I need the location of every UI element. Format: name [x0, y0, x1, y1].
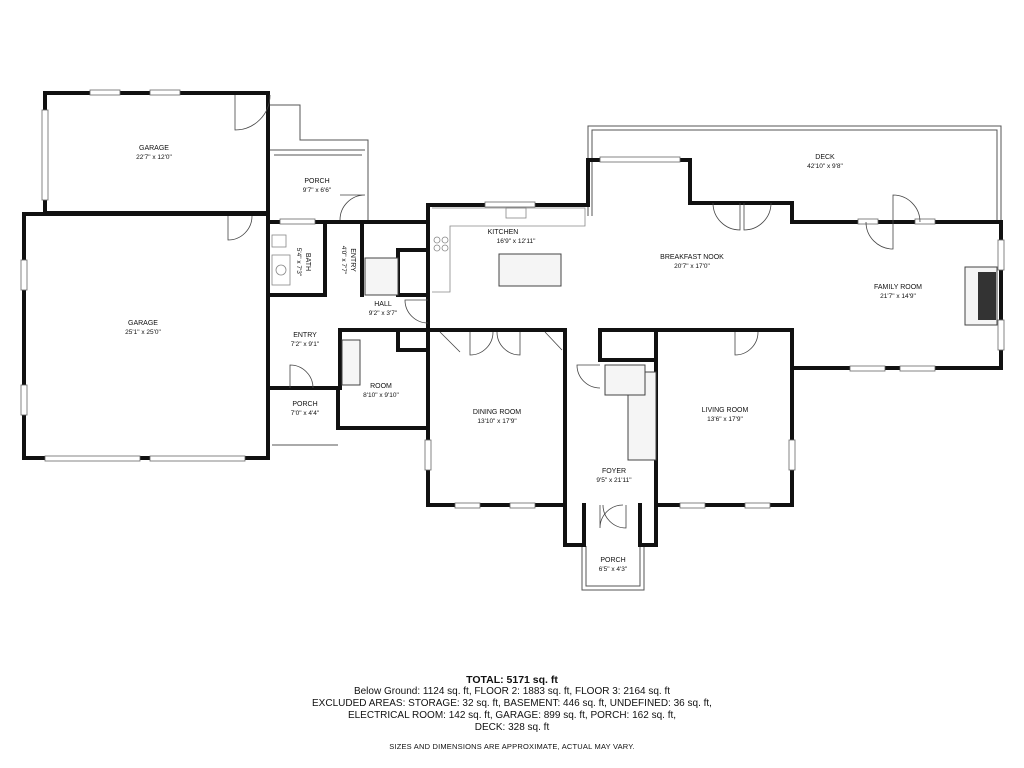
room-dim: 20'7" x 17'0" — [674, 263, 710, 270]
room-label-entry: ENTRY 7'2" x 9'1" — [291, 332, 320, 348]
room-label-garage-2: GARAGE 25'1" x 25'0" — [125, 320, 161, 336]
room-label-porch-front: PORCH 6'5" x 4'3" — [599, 557, 628, 573]
room-label-kitchen: KITCHEN 16'9" x 12'11" — [488, 229, 536, 245]
summary-line: DECK: 328 sq. ft — [474, 722, 550, 733]
room-name: FOYER — [602, 468, 626, 475]
disclaimer: SIZES AND DIMENSIONS ARE APPROXIMATE, AC… — [389, 742, 635, 751]
room-name: PORCH — [600, 557, 625, 564]
porch-top-outline — [270, 104, 369, 222]
room-name: BREAKFAST NOOK — [660, 254, 724, 261]
summary-line: Below Ground: 1124 sq. ft, FLOOR 2: 1883… — [353, 686, 671, 697]
stairs — [341, 257, 657, 461]
room-name: GARAGE — [128, 320, 158, 327]
room-dim: 22'7" x 12'0" — [136, 154, 172, 161]
room-label-garage-1: GARAGE 22'7" x 12'0" — [136, 145, 172, 161]
room-name: DECK — [815, 154, 835, 161]
room-name: FAMILY ROOM — [874, 284, 922, 291]
room-dim: 25'1" x 25'0" — [125, 329, 161, 336]
porch-front-outline — [581, 546, 645, 591]
room-name: PORCH — [304, 178, 329, 185]
room-dim: 9'5" x 21'11" — [596, 477, 632, 484]
room-label-hall: HALL 9'2" x 3'7" — [369, 301, 398, 317]
summary-line: ELECTRICAL ROOM: 142 sq. ft, GARAGE: 899… — [347, 710, 677, 721]
room-label-family: FAMILY ROOM 21'7" x 14'9" — [874, 284, 922, 300]
room-label-breakfast: BREAKFAST NOOK 20'7" x 17'0" — [660, 254, 724, 270]
room-dim: 13'6" x 17'9" — [707, 416, 743, 423]
room-name: DINING ROOM — [473, 409, 521, 416]
bath-fixtures — [271, 234, 291, 286]
summary-line: EXCLUDED AREAS: STORAGE: 32 sq. ft, BASE… — [312, 698, 712, 709]
deck-outline — [587, 125, 1002, 220]
room-label-foyer: FOYER 9'5" x 21'11" — [596, 468, 632, 484]
room-dim: 8'10" x 9'10" — [363, 392, 399, 399]
room-dim: 13'10" x 17'9" — [477, 418, 517, 425]
room-dim: 7'0" x 4'4" — [291, 410, 320, 417]
room-name: GARAGE — [139, 145, 169, 152]
room-name: LIVING ROOM — [702, 407, 749, 414]
room-label-entry-v: ENTRY 4'0" x 7'7" — [340, 246, 356, 275]
room-dim: 7'2" x 9'1" — [291, 341, 320, 348]
room-dim: 21'7" x 14'9" — [880, 293, 916, 300]
doors — [227, 94, 921, 529]
room-dim: 9'2" x 3'7" — [369, 310, 398, 317]
room-name: PORCH — [292, 401, 317, 408]
room-label-living: LIVING ROOM 13'6" x 17'9" — [702, 407, 749, 423]
room-name: ENTRY — [349, 248, 356, 272]
room-name: ENTRY — [293, 332, 317, 339]
room-name: ROOM — [370, 383, 392, 390]
room-label-deck: DECK 42'10" x 9'8" — [807, 154, 843, 170]
room-name: HALL — [374, 301, 392, 308]
room-label-porch-small: PORCH 7'0" x 4'4" — [291, 401, 320, 417]
room-dim: 16'9" x 12'11" — [497, 238, 536, 245]
windows — [20, 89, 1005, 509]
room-dim: 6'5" x 4'3" — [599, 566, 628, 573]
area-summary: TOTAL: 5171 sq. ft Below Ground: 1124 sq… — [0, 674, 1024, 734]
floor-plan: GARAGE 22'7" x 12'0" GARAGE 25'1" x 25'0… — [20, 89, 1005, 591]
room-dim: 5'4" x 7'3" — [295, 248, 302, 277]
total-area: TOTAL: 5171 sq. ft — [466, 674, 558, 686]
room-label-bath: BATH 5'4" x 7'3" — [295, 248, 311, 277]
room-label-dining: DINING ROOM 13'10" x 17'9" — [473, 409, 521, 425]
room-label-room: ROOM 8'10" x 9'10" — [363, 383, 399, 399]
room-dim: 9'7" x 6'6" — [303, 187, 332, 194]
room-dim: 42'10" x 9'8" — [807, 163, 843, 170]
room-label-porch-top: PORCH 9'7" x 6'6" — [303, 178, 332, 194]
fireplace — [964, 266, 998, 326]
room-name: BATH — [304, 253, 311, 271]
room-name: KITCHEN — [488, 229, 519, 236]
kitchen-fixtures — [432, 207, 586, 293]
room-dim: 4'0" x 7'7" — [340, 246, 347, 275]
